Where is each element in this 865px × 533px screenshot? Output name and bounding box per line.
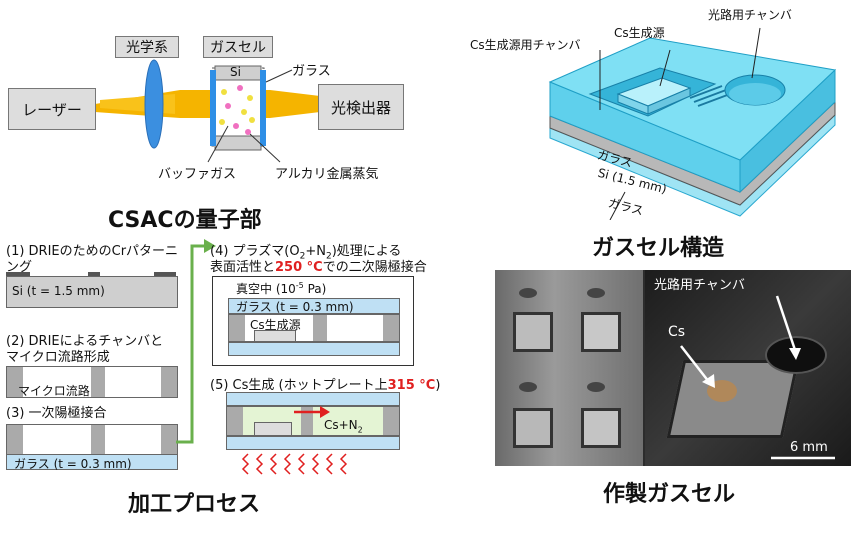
step4-text-c: )処理による [331,244,402,259]
cell-box: ガスセル [203,36,273,58]
photo-right-panel [645,270,851,466]
cell-hole-2 [587,288,605,298]
photo-optical-chamber-label: 光路用チャンバ [654,278,745,293]
step4-vac-a: 真空中 (10 [236,282,296,296]
step4-line2a: 表面活性と [210,260,276,275]
step4-top-glass [228,298,400,314]
detector-box: 光検出器 [318,84,404,130]
step4-line2b: での二次陽極接合 [322,260,427,275]
photo-frame [495,270,851,466]
photo-cs-label: Cs [668,324,686,340]
step4-text-line2: 表面活性と250 °Cでの二次陽極接合 [210,256,427,275]
step2-text: (2) DRIEによるチャンバと [6,334,164,349]
cell-hole-3 [519,382,537,392]
cr-pattern-1 [6,272,30,276]
csac-glass-label: ガラス [292,64,331,79]
glass-window-left [210,70,216,146]
step3-glass-label: ガラス (t = 0.3 mm) [14,457,132,471]
optics-box: 光学系 [115,36,179,58]
step3-wafer [6,424,178,456]
step4-text: (4) プラズマ(O2+N2)処理による [210,240,401,262]
structure-title: ガスセル構造 [592,236,725,261]
cr-pattern-3 [154,272,176,276]
laser-box: レーザー [8,88,96,130]
step1-si-label: Si (t = 1.5 mm) [12,284,105,298]
cell-hole-1 [519,288,537,298]
step4-cs-source-block [254,330,296,342]
step5-cs-label: Cs+N2 [324,418,363,434]
photo-title: 作製ガスセル [603,482,736,507]
step5-top-glass [226,392,400,406]
step5-text: (5) Cs生成 (ホットプレート上315 °C) [210,374,440,393]
step2-text-2: マイクロ流路形成 [6,350,110,365]
step2-wafer [6,366,178,398]
detector-label: 光検出器 [330,98,391,117]
step5-text-a: (5) Cs生成 (ホットプレート上 [210,378,388,393]
step5-cs-source-block [254,422,292,436]
photo-scale-label: 6 mm [790,440,828,455]
step3-text: (3) 一次陽極接合 [6,406,107,421]
step4-glass-label: ガラス (t = 0.3 mm) [236,300,354,314]
step1-si-wafer [6,276,178,308]
step4-text-b: +N [305,244,326,259]
step5-cs-sub: 2 [357,425,363,435]
alkali-vapor-label: アルカリ金属蒸気 [275,167,379,182]
gas-particles [219,85,255,135]
cr-pattern-2 [88,272,100,276]
step4-temp: 250 °C [275,260,323,275]
step3-glass [6,454,178,470]
cs-source-label: Cs生成源 [614,26,665,40]
step5-cs-text: Cs+N [324,418,358,432]
cell-square-3 [513,408,553,448]
laser-label: レーザー [22,100,82,119]
optics-label: 光学系 [126,40,168,56]
step4-vac-b: Pa) [303,282,327,296]
step4-vacuum-label: 真空中 (10-5 Pa) [236,280,326,297]
step4-sub1: 2 [299,251,306,262]
csac-title: CSACの量子部 [108,208,262,233]
step5-bottom-glass [226,436,400,450]
process-flow-arrow [176,239,216,444]
step1-text: (1) DRIEのためのCrパターニ [6,244,179,259]
optical-chamber-label: 光路用チャンバ [708,8,792,22]
cell-hole-4 [587,382,605,392]
step5-red-arrow [294,406,330,418]
step1-text-2: ング [6,260,33,275]
cell-square-2 [581,312,621,352]
csac-si-label: Si [230,65,241,79]
cell-label: ガスセル [210,40,266,56]
hotplate-heat-icon [241,453,348,475]
step4-vac-sup: -5 [295,281,304,290]
cell-square-4 [581,408,621,448]
step5-text-b: ) [435,378,441,393]
step5-temp: 315 °C [387,378,436,393]
step4-cs-label: Cs生成源 [250,318,301,332]
micro-channel-label: マイクロ流路 [18,384,90,398]
lens [144,59,164,149]
buffer-gas-label: バッファガス [158,167,237,182]
csac-beam-drawing [95,59,320,163]
process-title: 加工プロセス [128,492,261,517]
photo-annotations [680,295,835,460]
photo-left-panel [495,270,643,466]
cs-chamber-label: Cs生成源用チャンバ [470,38,581,52]
step4-bottom-glass [228,342,400,356]
gascell-3d-drawing [548,27,837,220]
step4-sub2: 2 [325,251,332,262]
step4-text-a: (4) プラズマ(O [210,244,300,259]
cell-square-1 [513,312,553,352]
glass-window-right [260,70,266,146]
